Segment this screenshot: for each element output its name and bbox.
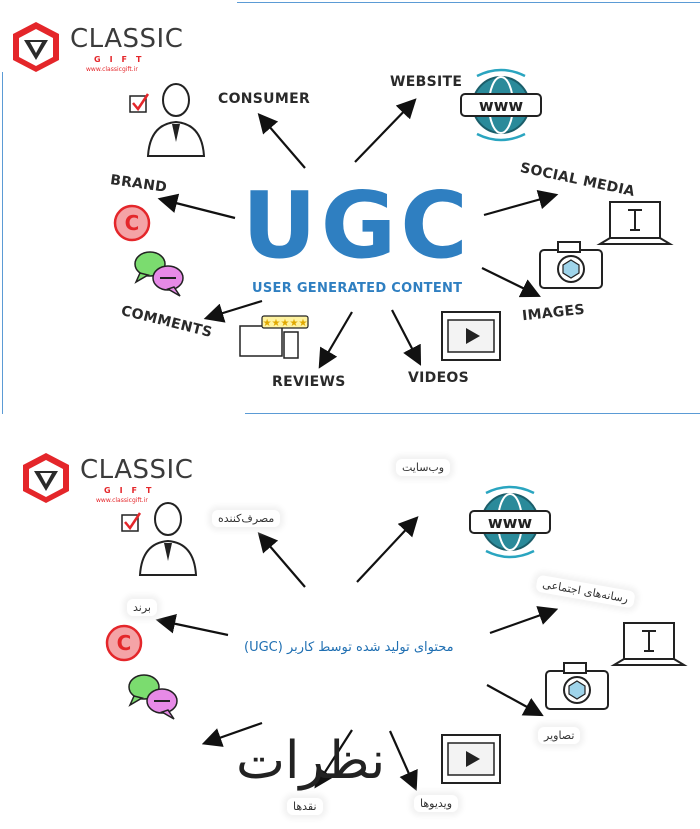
label-consumer: مصرف‌کننده xyxy=(212,510,281,527)
arrow-website xyxy=(356,516,419,583)
arrow-consumer xyxy=(257,112,306,169)
website-globe-icon: www xyxy=(460,68,542,142)
label-videos: ویدیوها xyxy=(414,795,459,812)
comments-watermark: نظرات xyxy=(236,731,386,791)
brand-url: www.classicgift.ir xyxy=(86,66,138,73)
arrow-reviews xyxy=(314,729,353,789)
frame-left-line xyxy=(2,72,3,414)
consumer-person-icon xyxy=(121,502,198,576)
ugc-title-fa: محتوای تولید شده توسط کاربر (UGC) xyxy=(244,640,454,655)
copyright-icon: C xyxy=(113,204,151,242)
label-website: WEBSITE xyxy=(390,74,463,90)
brand-logo: CLASSIC GIFT www.classicgift.ir xyxy=(10,20,183,80)
label-reviews: REVIEWS xyxy=(272,374,346,390)
frame-bottom-line xyxy=(245,413,700,414)
brand-tagline: GIFT xyxy=(104,486,161,495)
arrow-images xyxy=(486,684,544,717)
label-consumer: CONSUMER xyxy=(218,91,311,107)
camera-icon xyxy=(545,662,609,710)
label-videos: VIDEOS xyxy=(408,370,470,386)
label-images: تصاویر xyxy=(538,727,581,744)
persian-ugc-diagram: CLASSIC GIFT www.classicgift.ir محتوای ت… xyxy=(0,415,700,829)
video-player-icon xyxy=(441,311,501,361)
arrows xyxy=(157,98,559,369)
english-ugc-diagram: CLASSIC GIFT www.classicgift.ir UGC USER… xyxy=(0,0,700,414)
laptop-icon xyxy=(596,201,674,245)
brand-logo-bottom: CLASSIC GIFT www.classicgift.ir xyxy=(20,451,193,511)
svg-text:C: C xyxy=(117,631,132,655)
arrow-videos xyxy=(388,730,418,792)
svg-text:C: C xyxy=(125,211,140,235)
consumer-person-icon xyxy=(129,83,206,157)
reviews-devices-icon: ★★★★★ xyxy=(239,315,309,359)
arrow-brand xyxy=(157,193,236,220)
arrow-website xyxy=(354,98,417,163)
arrow-comments xyxy=(203,299,263,323)
website-globe-icon: www xyxy=(469,485,551,559)
arrow-reviews xyxy=(318,311,353,369)
arrow-comments xyxy=(201,721,263,747)
brand-tagline: GIFT xyxy=(94,55,151,64)
arrow-social-media xyxy=(483,190,559,217)
arrow-consumer xyxy=(257,531,306,588)
brand-name: CLASSIC xyxy=(70,24,184,54)
chat-bubbles-icon xyxy=(128,674,178,720)
label-reviews: نقدها xyxy=(287,798,323,815)
frame-top-line xyxy=(237,2,700,3)
copyright-icon: C xyxy=(105,624,143,662)
www-text: www xyxy=(479,96,524,115)
arrow-videos xyxy=(391,309,422,366)
camera-icon xyxy=(539,241,603,289)
arrow-social-media xyxy=(489,606,559,635)
arrows-bottom xyxy=(155,516,559,792)
laptop-icon xyxy=(610,622,688,666)
arrow-images xyxy=(481,267,541,298)
www-text: www xyxy=(488,513,533,532)
brand-logo-icon xyxy=(13,22,59,72)
svg-text:★★★★★: ★★★★★ xyxy=(263,318,308,329)
label-brand: برند xyxy=(127,599,157,616)
arrow-brand xyxy=(155,614,229,637)
brand-url: www.classicgift.ir xyxy=(96,497,148,504)
ugc-title: UGC xyxy=(242,172,472,279)
brand-logo-icon xyxy=(23,453,69,503)
brand-name: CLASSIC xyxy=(80,455,194,485)
label-website: وب‌سایت xyxy=(396,459,451,476)
chat-bubbles-icon xyxy=(134,251,184,297)
ugc-subtitle: USER GENERATED CONTENT xyxy=(252,281,463,296)
video-player-icon xyxy=(441,734,501,784)
